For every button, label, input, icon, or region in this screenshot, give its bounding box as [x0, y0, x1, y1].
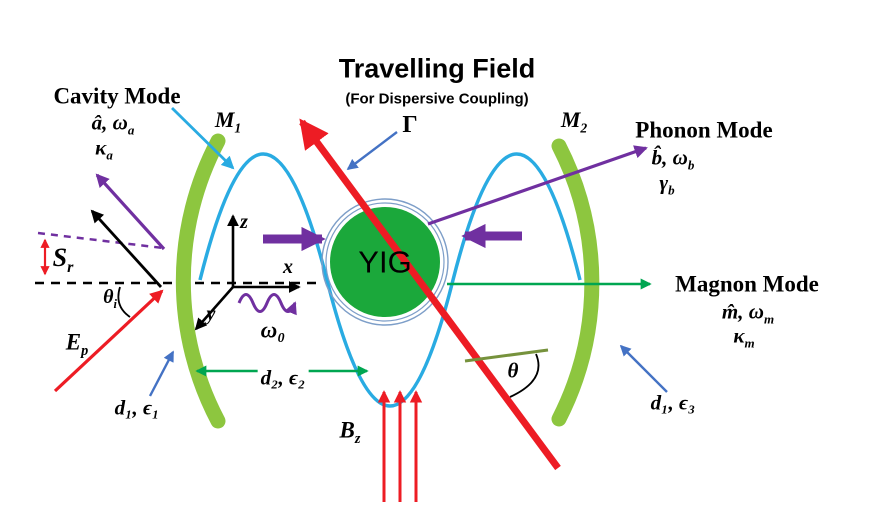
m2-sub: 2 — [580, 120, 588, 136]
phonon-mode-title: Phonon Mode — [635, 117, 773, 143]
mirror-m1-label: M1 — [214, 107, 241, 135]
phonon-sym1-base: b̂, ω — [651, 145, 688, 170]
diagram-subtitle: (For Dispersive Coupling) — [345, 90, 529, 108]
cavity-standing-wave — [198, 152, 582, 408]
theta-i-base: θ — [103, 286, 114, 308]
magnon-sym1-sub: m — [763, 311, 775, 327]
cavity-sym2-base: κ — [95, 135, 107, 160]
ep-label: Ep — [65, 329, 88, 359]
magnon-sym2-base: κ — [733, 323, 745, 348]
cavity-mode-symbols-2: κa — [95, 135, 113, 162]
sr-label: Sr — [52, 243, 74, 276]
m1-sub: 1 — [234, 120, 242, 136]
m2-base: M — [560, 107, 581, 132]
m1-base: M — [214, 107, 235, 132]
mirror-m2-label: M2 — [560, 107, 587, 135]
theta-angle-arc — [509, 353, 540, 398]
yig-label: YIG — [358, 244, 412, 280]
sr-base: S — [52, 243, 68, 272]
reflected-black-arrow — [90, 209, 163, 288]
gamma-leader-arrow — [346, 131, 398, 170]
yig-sphere — [330, 207, 440, 317]
gamma-label: Γ — [402, 112, 418, 138]
phonon-mode-leader-arrow — [427, 145, 648, 226]
omega0-squiggle — [237, 293, 297, 316]
d1e1-leader-arrow — [148, 350, 175, 397]
travelling-field-arrow — [299, 118, 561, 471]
phonon-sym2-base: γ — [659, 170, 669, 195]
y-axis — [194, 286, 234, 331]
theta-reference-line — [464, 348, 549, 363]
phonon-mode-symbols-2: γb — [659, 170, 674, 197]
d1e3-label: d₁, ϵ₃ — [650, 390, 696, 415]
coordinate-axes — [194, 214, 301, 331]
theta-i-sub: i — [113, 297, 117, 311]
theta-i-label: θi — [103, 286, 117, 310]
cavity-sym2-sub: a — [106, 147, 113, 163]
magnon-sym1-base: m̂, ω — [721, 299, 764, 324]
cavity-mode-leader-arrow — [171, 107, 235, 170]
cavity-mode-symbols-1: â, ωa — [91, 110, 135, 137]
mirror-m1 — [175, 133, 226, 429]
theta-i-angle-arc — [117, 286, 131, 318]
d1e1-label: d₁, ϵ₁ — [114, 395, 160, 420]
pump-beam-ep-arrow — [53, 289, 164, 393]
ep-sub: p — [81, 343, 89, 360]
cavity-sym1-sub: a — [127, 122, 135, 138]
x-axis-label: x — [283, 256, 293, 278]
sr-sub: r — [67, 259, 74, 277]
reflected-beam-dashed-line — [37, 231, 164, 250]
bz-sub: z — [354, 431, 361, 448]
magnon-sym2-sub: m — [744, 335, 755, 351]
mirror-m2 — [551, 138, 600, 427]
ep-base: E — [65, 329, 82, 355]
omega0-label: ω₀ — [260, 317, 286, 343]
bz-label: Bz — [339, 417, 361, 447]
magnon-mode-symbols-1: m̂, ωm — [721, 299, 774, 326]
theta-label: θ — [507, 358, 519, 383]
yig-outline-inner — [325, 202, 445, 322]
magnon-mode-symbols-2: κm — [733, 323, 754, 350]
d2e2-label: d₂, ϵ₂ — [257, 367, 309, 389]
cavity-mode-title: Cavity Mode — [53, 83, 181, 109]
phonon-mode-symbols-1: b̂, ωb — [651, 145, 695, 172]
cavity-sym1-base: â, ω — [91, 110, 128, 135]
y-axis-label: y — [206, 303, 216, 325]
reflected-purple-arrow — [95, 173, 166, 251]
magnon-mode-title: Magnon Mode — [675, 271, 819, 297]
z-axis-label: z — [240, 211, 248, 233]
phonon-sym1-sub: b — [687, 157, 695, 173]
bz-base: B — [339, 417, 355, 443]
phonon-sym2-sub: b — [668, 182, 675, 198]
yig-outline-outer — [321, 198, 449, 326]
d1e3-leader-arrow — [619, 344, 668, 393]
bz-field-arrows — [377, 390, 423, 502]
diagram-title: Travelling Field — [338, 53, 536, 84]
